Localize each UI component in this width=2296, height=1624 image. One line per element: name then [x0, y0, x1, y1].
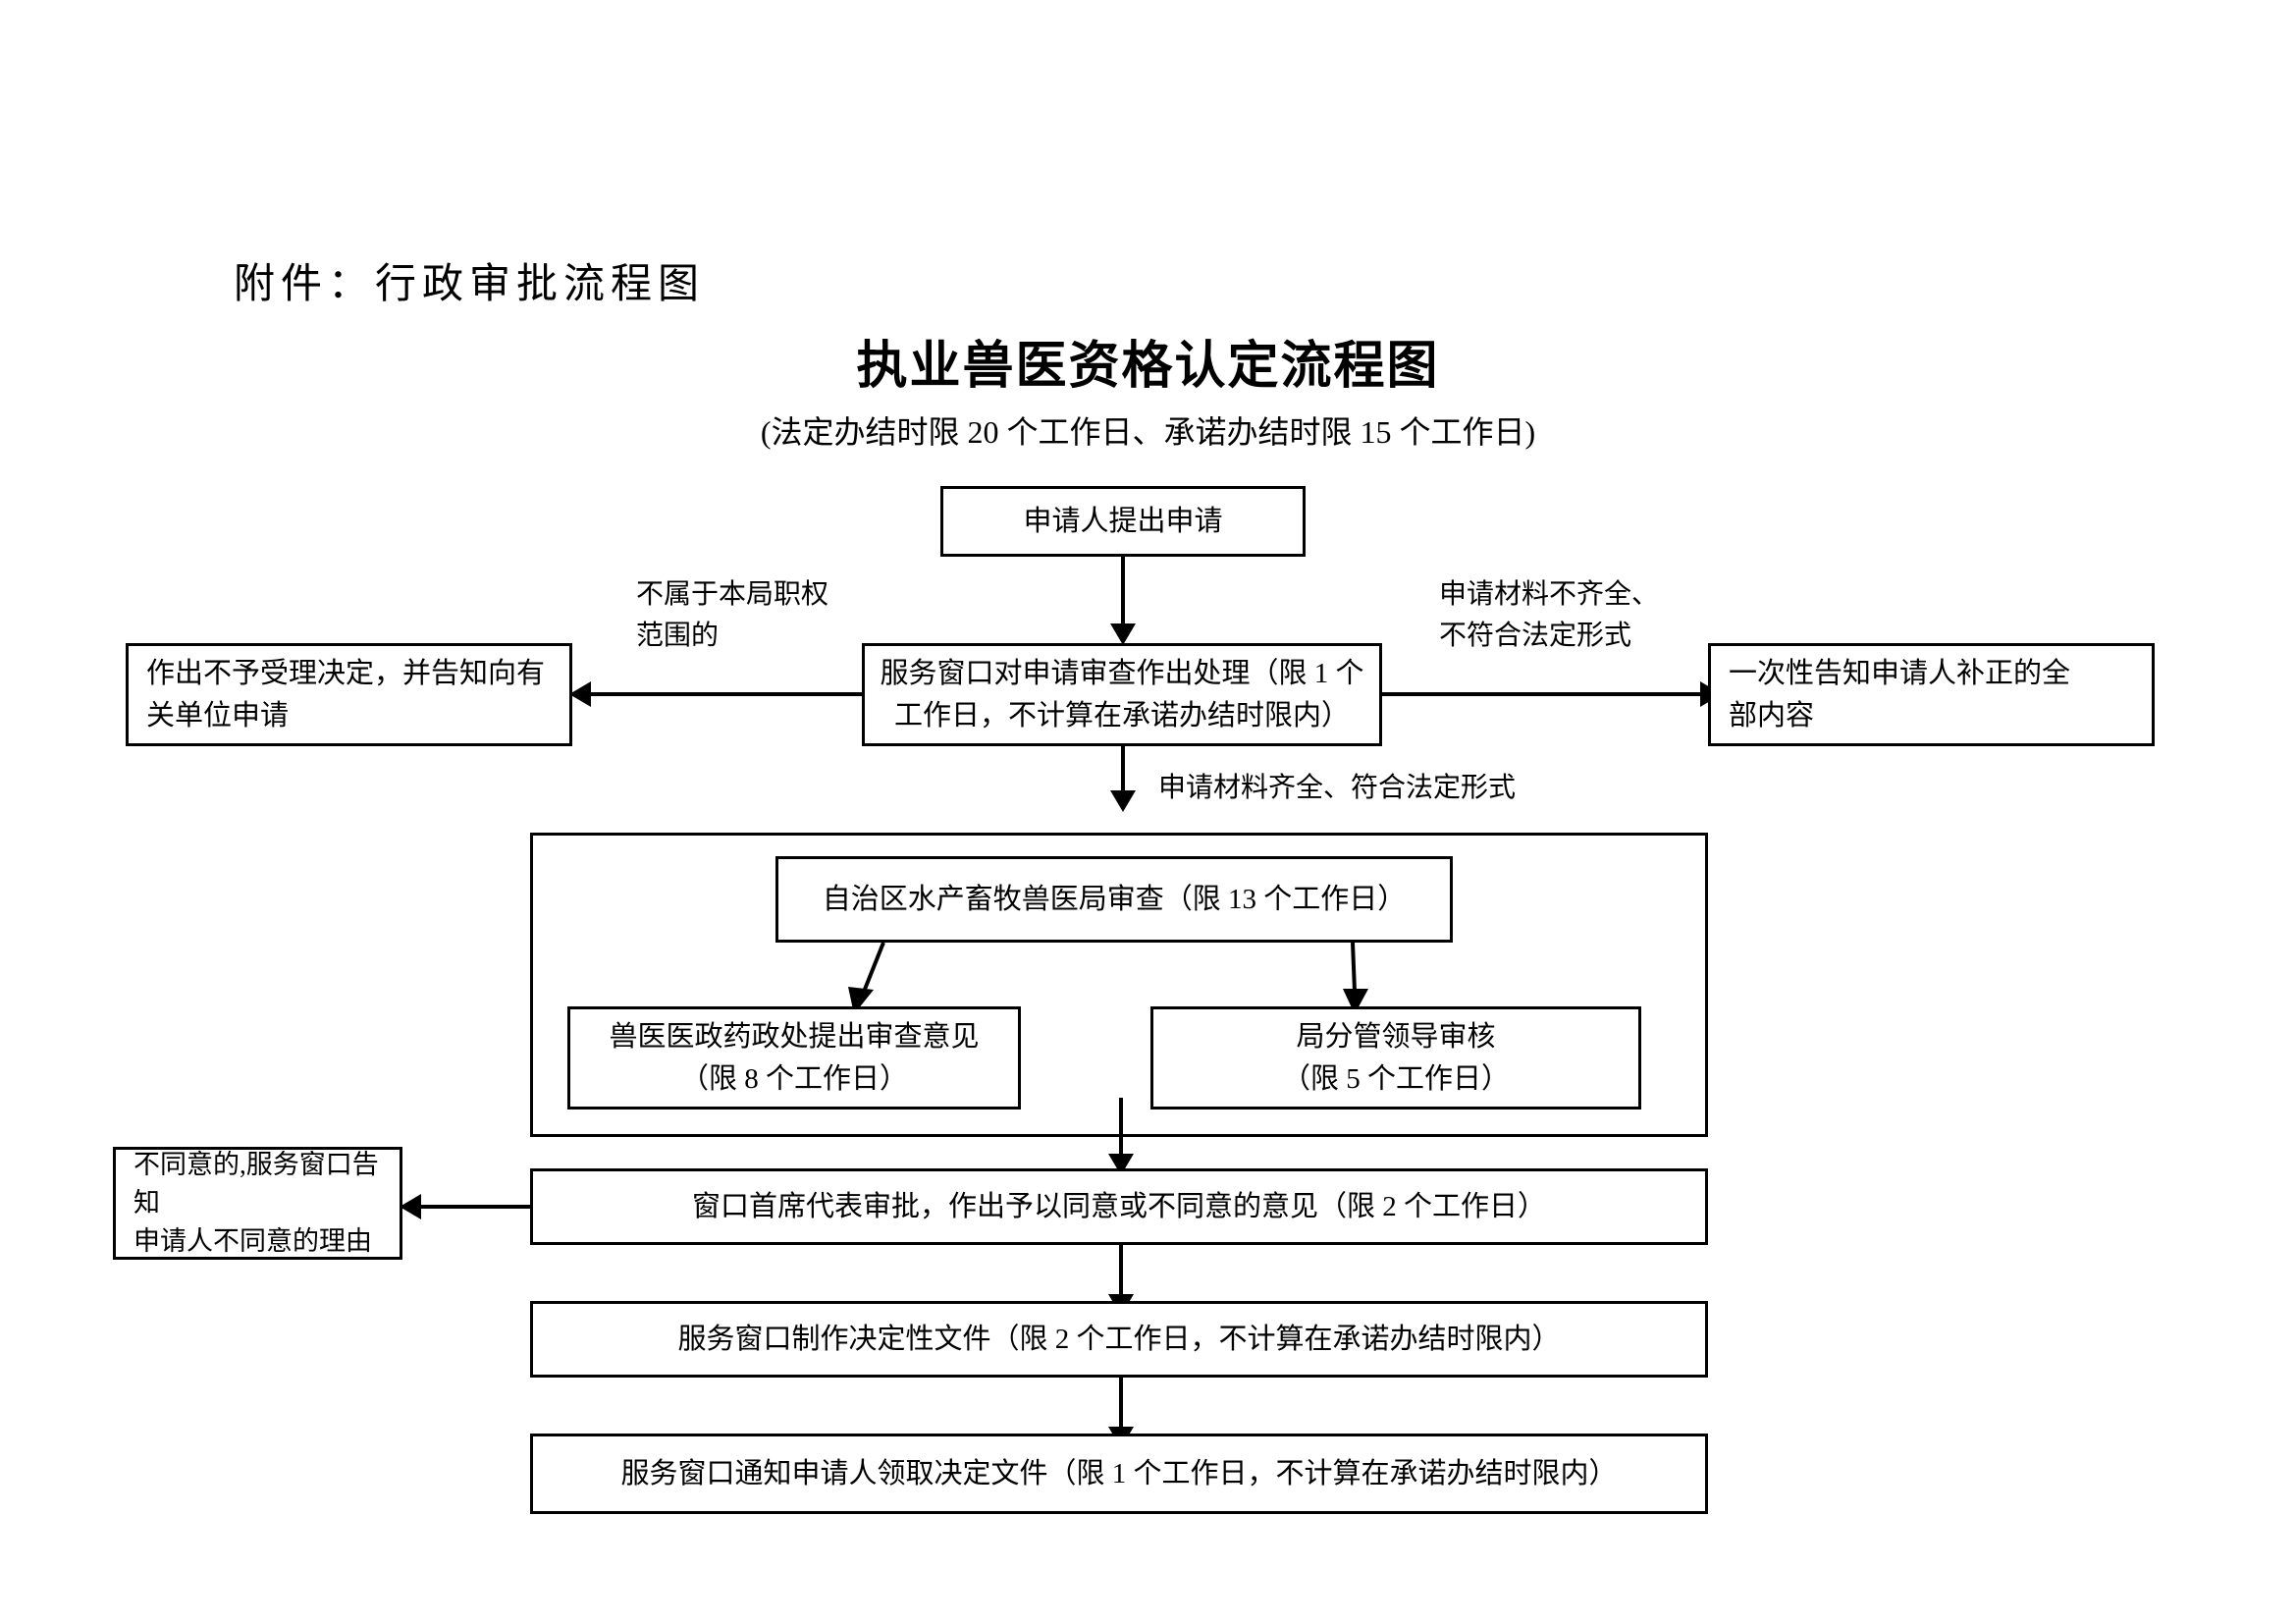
connector-document-to-collect	[1119, 1378, 1123, 1438]
connector-group-to-chief	[1119, 1098, 1123, 1164]
page-title: 执业兽医资格认定流程图	[856, 339, 1440, 395]
node-label: 不同意的,服务窗口告知 申请人不同意的理由	[133, 1149, 379, 1257]
arrowhead-down	[1110, 790, 1136, 812]
node-chief-representative-approval[interactable]: 窗口首席代表审批，作出予以同意或不同意的意见（限 2 个工作日）	[530, 1168, 1708, 1245]
arrowhead-left	[569, 681, 591, 707]
arrowhead-down	[1110, 623, 1136, 645]
page-subtitle: (法定办结时限 20 个工作日、承诺办结时限 15 个工作日)	[760, 414, 1536, 450]
node-notify-supplement[interactable]: 一次性告知申请人补正的全 部内容	[1708, 643, 2155, 746]
node-label: 申请人提出申请	[1023, 505, 1223, 537]
connector-window-to-reject	[587, 692, 864, 696]
connector-window-to-supplement	[1380, 692, 1704, 696]
connector-chief-to-document	[1119, 1245, 1123, 1306]
arrowhead-left	[400, 1194, 421, 1219]
node-make-decision-document[interactable]: 服务窗口制作决定性文件（限 2 个工作日，不计算在承诺办结时限内）	[530, 1301, 1708, 1378]
attachment-label: 附件：行政审批流程图	[234, 262, 706, 307]
connector-chief-to-disagree	[417, 1205, 533, 1209]
node-notify-collect-document[interactable]: 服务窗口通知申请人领取决定文件（限 1 个工作日，不计算在承诺办结时限内）	[530, 1434, 1708, 1514]
node-bureau-review[interactable]: 自治区水产畜牧兽医局审查（限 13 个工作日）	[775, 856, 1453, 943]
connector-apply-to-window	[1121, 557, 1125, 632]
node-window-review[interactable]: 服务窗口对申请审查作出处理（限 1 个 工作日，不计算在承诺办结时限内）	[862, 643, 1382, 746]
node-bureau-leader-review[interactable]: 局分管领导审核 （限 5 个工作日）	[1150, 1006, 1641, 1110]
edge-label-not-jurisdiction: 不属于本局职权 范围的	[636, 579, 829, 651]
node-label: 局分管领导审核 （限 5 个工作日）	[1281, 1021, 1510, 1095]
node-label: 兽医医政药政处提出审查意见 （限 8 个工作日）	[609, 1021, 980, 1095]
node-label: 一次性告知申请人补正的全 部内容	[1729, 658, 2071, 731]
node-label: 自治区水产畜牧兽医局审查（限 13 个工作日）	[822, 883, 1407, 915]
edge-label-materials-incomplete: 申请材料不齐全、 不符合法定形式	[1439, 579, 1660, 651]
node-label: 服务窗口对申请审查作出处理（限 1 个 工作日，不计算在承诺办结时限内）	[880, 658, 1364, 731]
node-disagree-notice[interactable]: 不同意的,服务窗口告知 申请人不同意的理由	[113, 1147, 402, 1260]
node-vet-division-opinion[interactable]: 兽医医政药政处提出审查意见 （限 8 个工作日）	[567, 1006, 1021, 1110]
node-reject-decision[interactable]: 作出不予受理决定，并告知向有 关单位申请	[126, 643, 572, 746]
node-applicant-submits[interactable]: 申请人提出申请	[940, 486, 1306, 557]
node-label: 服务窗口制作决定性文件（限 2 个工作日，不计算在承诺办结时限内）	[677, 1323, 1561, 1355]
node-label: 服务窗口通知申请人领取决定文件（限 1 个工作日，不计算在承诺办结时限内）	[620, 1457, 1618, 1489]
connector-window-to-bureau	[1121, 746, 1125, 800]
edge-label-materials-complete: 申请材料齐全、符合法定形式	[1158, 773, 1517, 803]
connector-bureau-branches	[848, 942, 1368, 1014]
node-label: 作出不予受理决定，并告知向有 关单位申请	[146, 658, 546, 731]
node-label: 窗口首席代表审批，作出予以同意或不同意的意见（限 2 个工作日）	[691, 1190, 1546, 1222]
